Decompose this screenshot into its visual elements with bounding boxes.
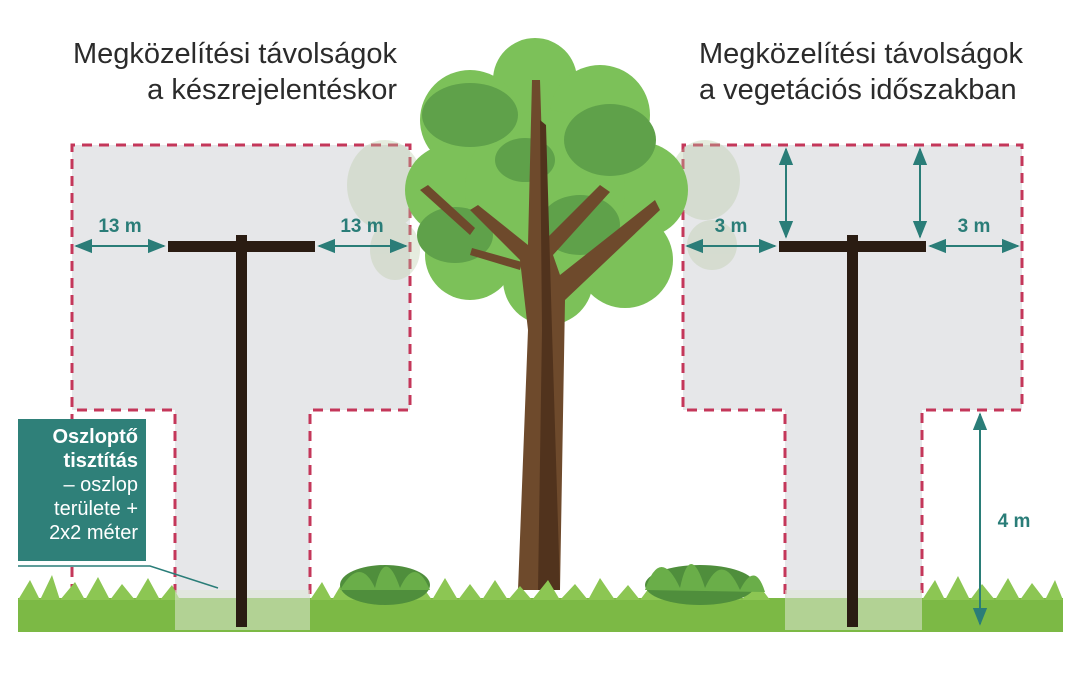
callout-title-line-2: tisztítás: [63, 450, 138, 472]
callout-line-3: – oszlop: [63, 474, 139, 496]
right-distance-label-1: 3 m: [715, 216, 748, 237]
bush-left: [340, 565, 430, 605]
left-title-line-2: a készrejelentéskor: [147, 74, 397, 106]
right-title-line-2: a vegetációs időszakban: [699, 74, 1017, 106]
left-distance-label-2: 13 m: [340, 216, 383, 237]
left-panel-title: Megközelítési távolságok a készrejelenté…: [57, 36, 397, 108]
callout-line-4: területe +: [54, 498, 138, 520]
right-panel-title: Megközelítési távolságok a vegetációs id…: [699, 36, 1059, 108]
left-pole: [168, 235, 315, 627]
callout-title-line-1: Oszloptő: [52, 426, 138, 448]
right-title-line-1: Megközelítési távolságok: [699, 38, 1023, 70]
callout-leader-line: [18, 565, 219, 589]
left-title-line-1: Megközelítési távolságok: [73, 38, 397, 70]
tree-shadow: [347, 140, 740, 280]
bush-right: [645, 564, 765, 605]
callout-line-5: 2x2 méter: [49, 522, 138, 544]
tree-illustration: [405, 38, 688, 590]
left-distance-label-1: 13 m: [98, 216, 141, 237]
right-pole: [779, 235, 926, 627]
right-height-label: 4 m: [998, 511, 1031, 532]
tree-trunk: [420, 80, 660, 590]
right-distance-label-2: 3 m: [958, 216, 991, 237]
pole-base-cleaning-callout: Oszloptő tisztítás – oszlop területe + 2…: [18, 419, 146, 561]
measurement-arrows: [74, 147, 1020, 626]
grass-ground: [18, 575, 1063, 632]
